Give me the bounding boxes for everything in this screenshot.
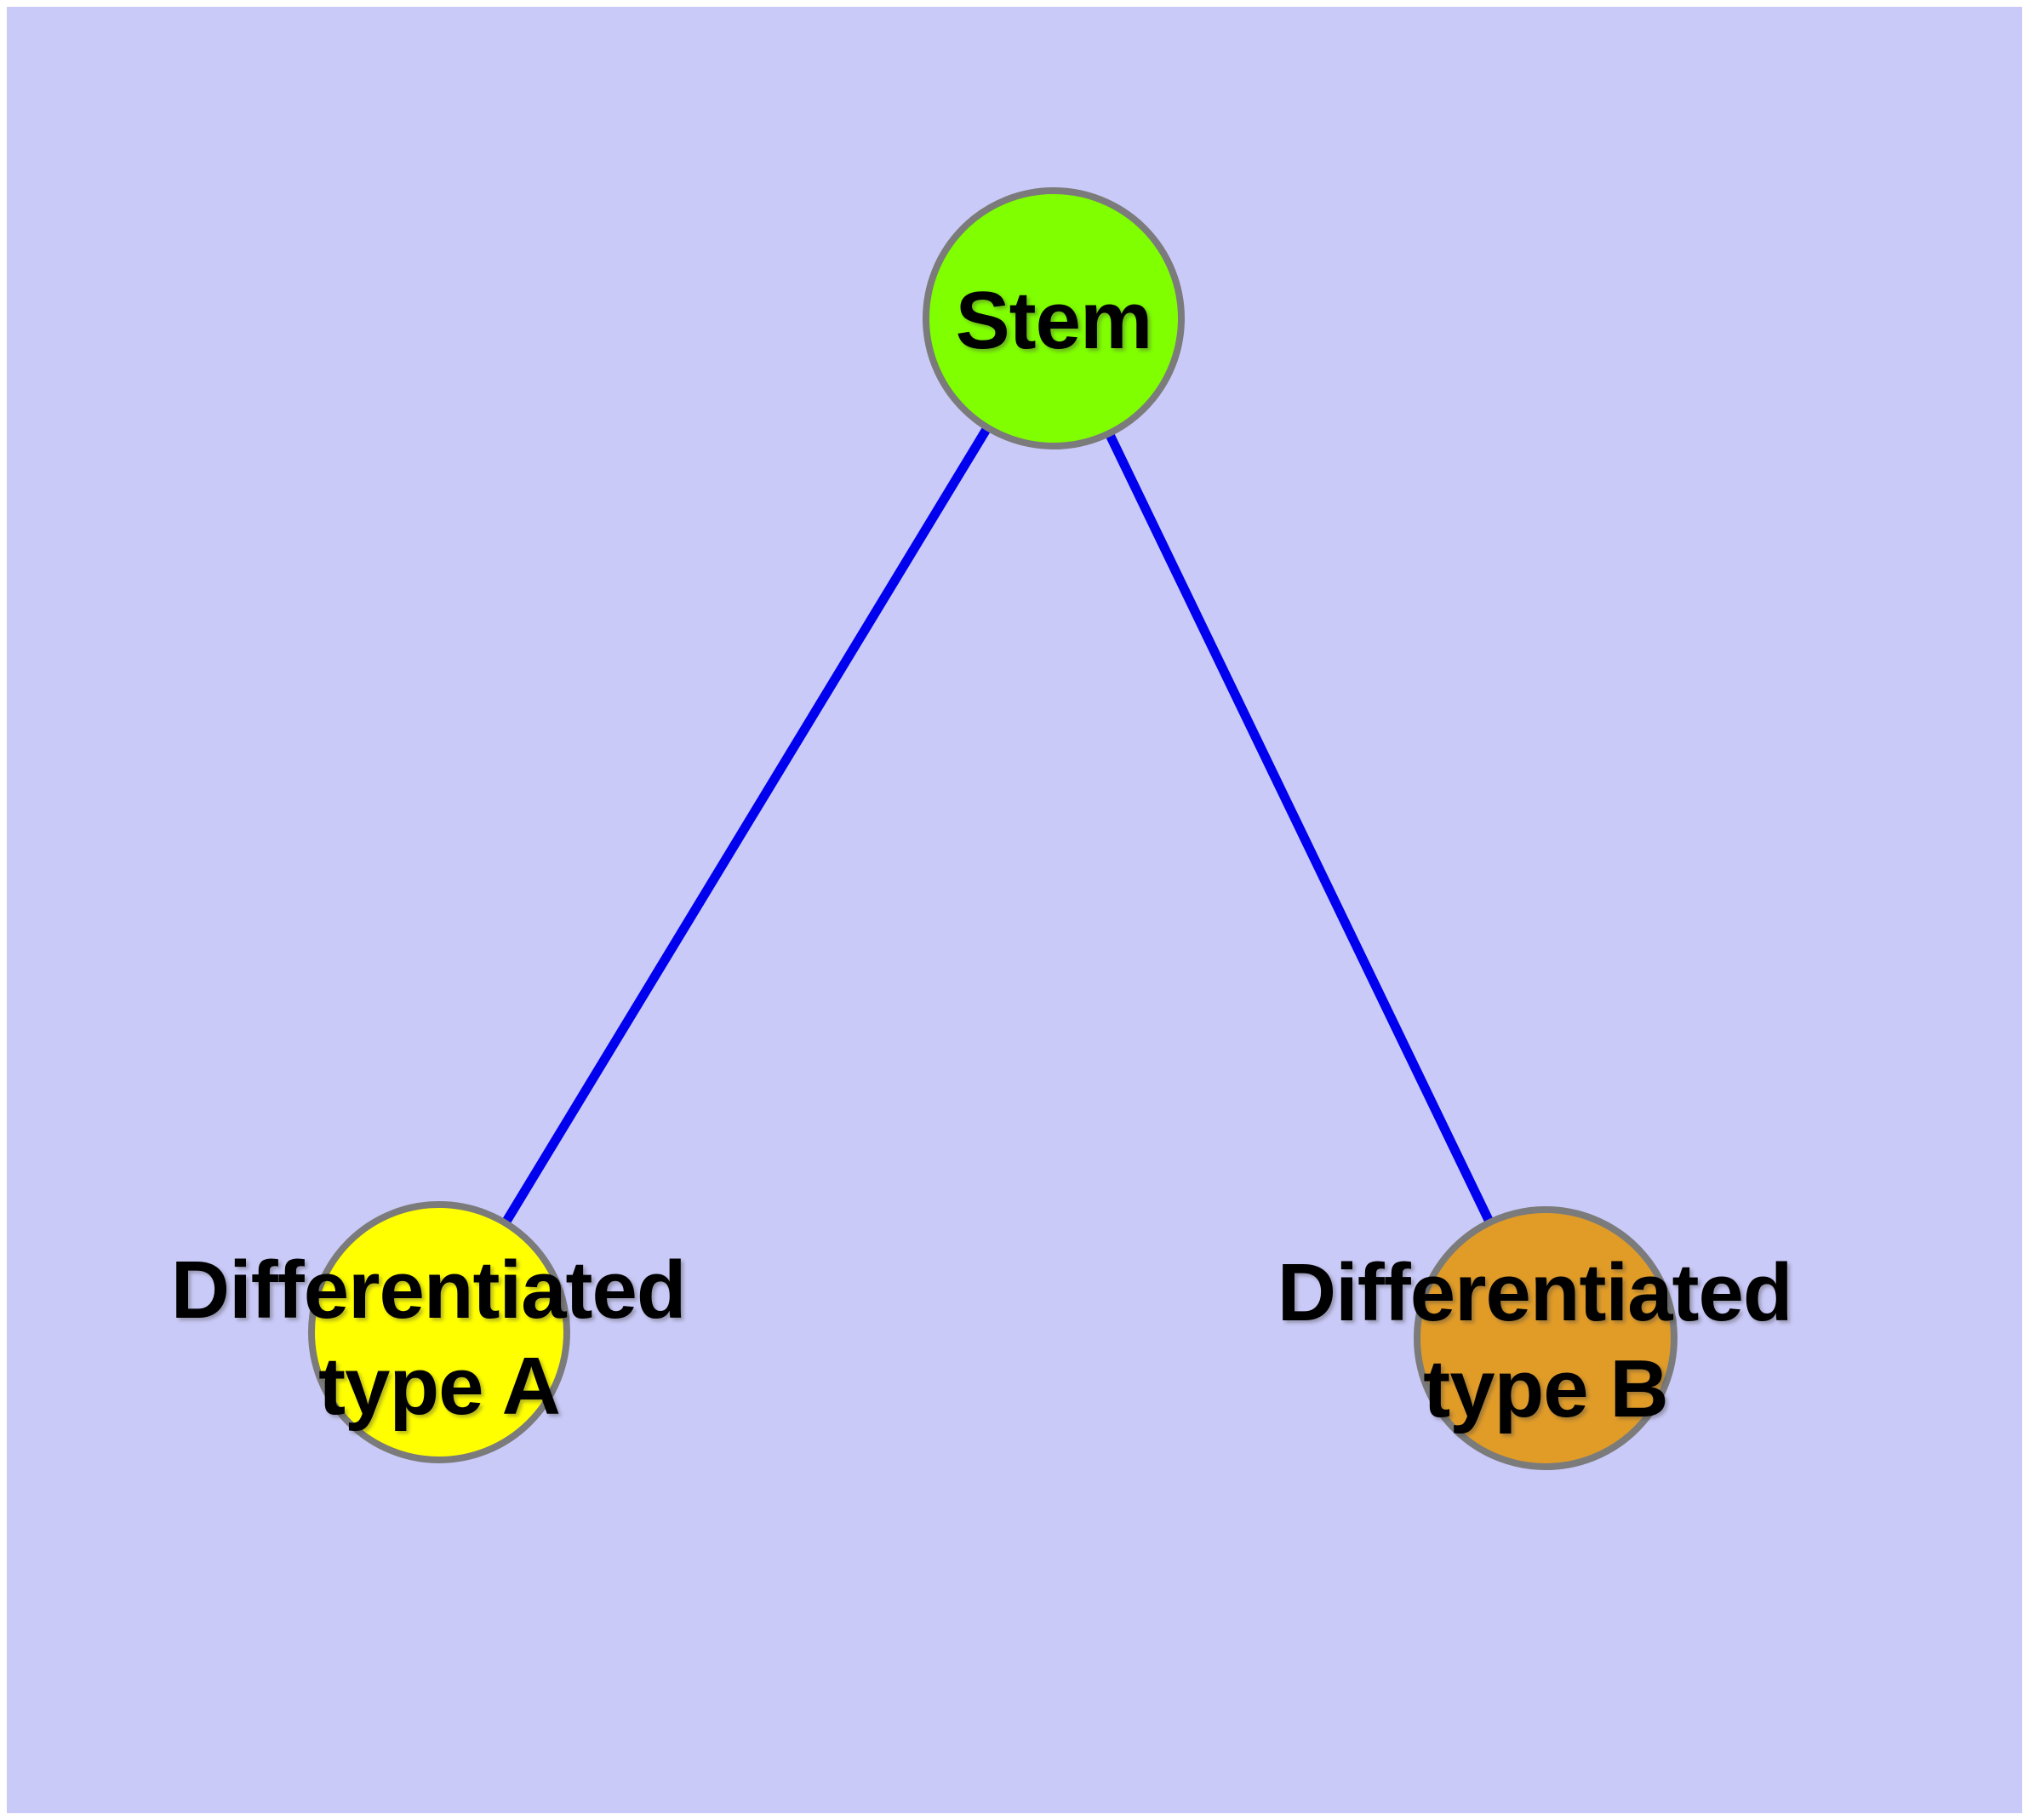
node-type-a-label-line1: Differentiated: [171, 1245, 686, 1336]
node-differentiated-type-b[interactable]: [1414, 1206, 1677, 1470]
edge-stem-to-type-a: [435, 316, 1058, 1335]
node-type-b-label-line2: type B: [1423, 1343, 1667, 1434]
node-type-b-label: Differentiated type B: [1277, 1247, 1814, 1434]
node-type-a-label: Differentiated type A: [171, 1245, 707, 1432]
edge-stem-to-type-b: [1049, 316, 1550, 1341]
node-type-a-label-line2: type A: [318, 1341, 560, 1432]
node-stem[interactable]: [923, 187, 1185, 449]
node-differentiated-type-a[interactable]: [308, 1201, 570, 1463]
node-stem-label: Stem: [956, 275, 1152, 366]
node-type-b-label-line1: Differentiated: [1277, 1247, 1792, 1338]
